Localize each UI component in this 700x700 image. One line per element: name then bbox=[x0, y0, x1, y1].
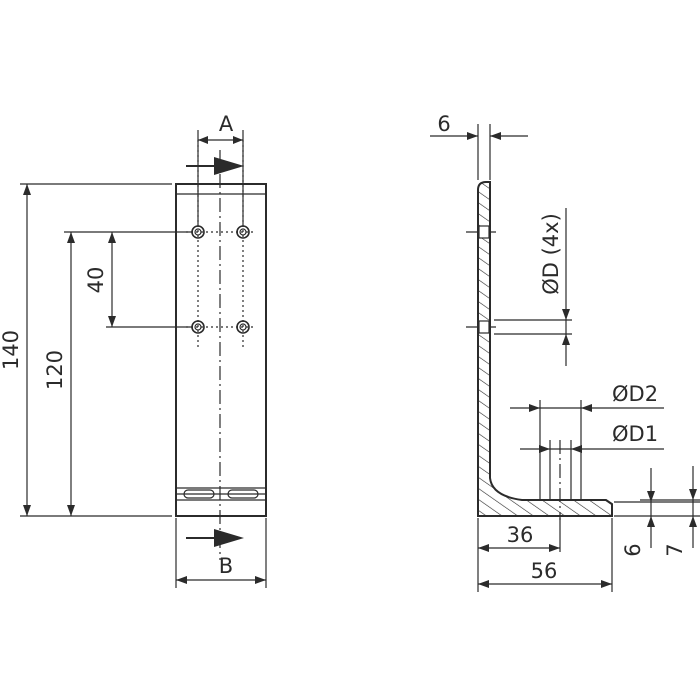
side-dim-d1-label: ØD1 bbox=[612, 422, 658, 446]
side-hole-upper bbox=[478, 225, 490, 239]
front-plate-outline bbox=[175, 183, 267, 517]
front-hole-4 bbox=[236, 320, 250, 334]
section-arrow-a-head bbox=[214, 157, 244, 175]
dim-40-label: 40 bbox=[84, 267, 108, 294]
side-dim-56-label: 56 bbox=[531, 559, 558, 583]
dim-a-label: A bbox=[219, 112, 234, 136]
front-view: A B 140 120 40 bbox=[0, 112, 267, 588]
front-slot-right bbox=[227, 489, 259, 499]
side-dim-d-label: ØD (4x) bbox=[539, 213, 563, 295]
dim-120-label: 120 bbox=[43, 350, 67, 390]
dim-b-label: B bbox=[219, 554, 233, 578]
front-slot-left bbox=[183, 489, 215, 499]
section-arrow-b-head bbox=[214, 529, 244, 547]
dim-140-label: 140 bbox=[0, 330, 23, 370]
side-dim-6-top-label: 6 bbox=[437, 112, 450, 136]
side-dim-d2-label: ØD2 bbox=[612, 382, 658, 406]
side-dim-36-label: 36 bbox=[507, 523, 534, 547]
side-dim-6-bottom-label: 6 bbox=[621, 543, 645, 556]
side-view: 6 ØD (4x) ØD2 ØD1 36 bbox=[430, 112, 700, 592]
side-hole-lower bbox=[478, 320, 490, 334]
side-profile-section bbox=[477, 181, 613, 517]
side-dim-7-label: 7 bbox=[663, 543, 687, 556]
